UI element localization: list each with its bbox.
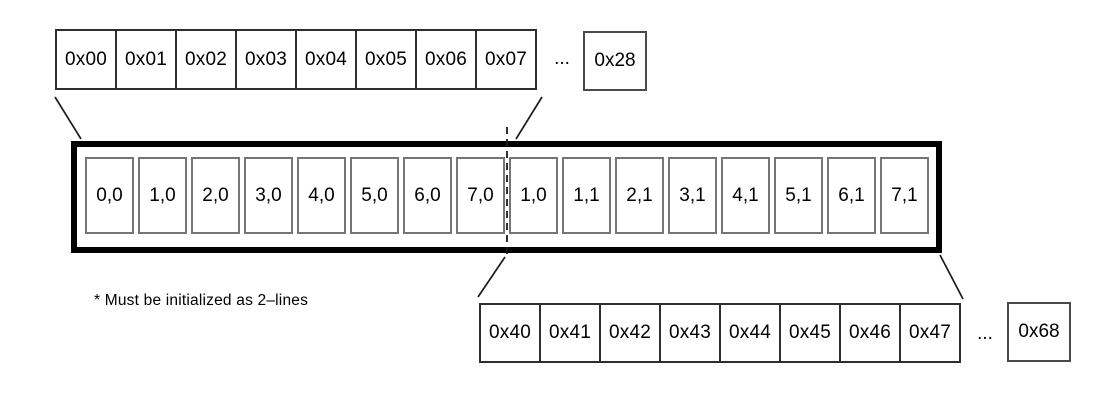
address-cell: 0x06 xyxy=(415,29,477,90)
address-cell: 0x42 xyxy=(599,303,661,363)
address-cell-0x68: 0x68 xyxy=(1007,302,1071,362)
buffer-cell: 5,0 xyxy=(350,157,399,234)
address-cell-0x28: 0x28 xyxy=(583,31,647,91)
address-cell: 0x04 xyxy=(295,29,357,90)
buffer-cell: 5,1 xyxy=(774,157,823,234)
buffer-cell: 6,0 xyxy=(403,157,452,234)
buffer-cell: 7,1 xyxy=(880,157,929,234)
address-cell: 0x43 xyxy=(659,303,721,363)
top-row-ellipsis: ... xyxy=(554,48,570,69)
buffer-cell: 2,1 xyxy=(615,157,664,234)
address-cell: 0x46 xyxy=(839,303,901,363)
buffer-cell: 1,0 xyxy=(509,157,558,234)
address-cell: 0x45 xyxy=(779,303,841,363)
buffer-cell: 0,0 xyxy=(85,157,134,234)
address-cell: 0x44 xyxy=(719,303,781,363)
connector-top-right-line xyxy=(515,96,543,140)
buffer-cell: 3,1 xyxy=(668,157,717,234)
buffer-cell: 2,0 xyxy=(191,157,240,234)
connector-top-left-line xyxy=(54,96,82,140)
address-cell: 0x07 xyxy=(475,29,537,90)
buffer-cell: 4,0 xyxy=(297,157,346,234)
buffer-cell: 1,0 xyxy=(138,157,187,234)
address-cell: 0x40 xyxy=(479,303,541,363)
address-cell: 0x02 xyxy=(175,29,237,90)
address-cell: 0x05 xyxy=(355,29,417,90)
address-cell: 0x03 xyxy=(235,29,297,90)
buffer-cell: 6,1 xyxy=(827,157,876,234)
address-cell: 0x00 xyxy=(55,29,117,90)
bottom-row-ellipsis: ... xyxy=(977,323,993,344)
connector-bottom-left-line xyxy=(477,256,506,298)
buffer-cell: 4,1 xyxy=(721,157,770,234)
footnote: * Must be initialized as 2–lines xyxy=(94,292,309,309)
buffer-cell: 7,0 xyxy=(456,157,505,234)
address-cell: 0x47 xyxy=(899,303,961,363)
buffer-cell: 1,1 xyxy=(562,157,611,234)
address-cell: 0x41 xyxy=(539,303,601,363)
address-cell: 0x01 xyxy=(115,29,177,90)
buffer-cell: 3,0 xyxy=(244,157,293,234)
connector-bottom-right-line xyxy=(939,254,964,300)
